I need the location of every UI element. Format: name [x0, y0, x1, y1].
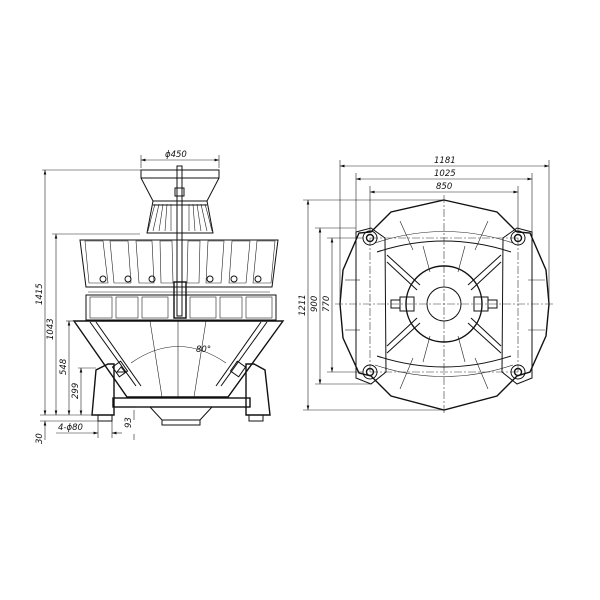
dim-cone-angle: 80°	[196, 345, 211, 355]
dim-top-hopper-diameter: ϕ450	[165, 150, 187, 160]
dim-weigh-bucket-height: 1043	[46, 318, 56, 340]
front-dimensions: ϕ450 1415 1043 548 299 30	[35, 150, 220, 444]
dim-feet: 4-ϕ80	[58, 423, 83, 433]
base-legs	[91, 363, 271, 422]
top-view: 1181 1025 850 1211 900 770	[298, 156, 555, 415]
front-view: ϕ450 1415 1043 548 299 30	[35, 150, 285, 444]
feed-hopper-ring	[79, 239, 279, 293]
center-shaft	[173, 165, 187, 319]
dim-overall-depth: 1211	[298, 294, 308, 316]
dim-overall-height: 1415	[35, 283, 45, 305]
dim-frame-width: 1025	[434, 169, 456, 179]
discharge-chute	[72, 320, 285, 398]
dim-foot-height: 30	[35, 433, 45, 444]
top-dimensions: 1181 1025 850 1211 900 770	[298, 156, 550, 411]
top-hopper	[140, 169, 220, 234]
dim-overall-width: 1181	[434, 156, 456, 166]
weigh-bucket-ring	[85, 294, 277, 321]
dim-foot-spacing-x: 850	[436, 182, 452, 192]
dim-foot-spacing-y: 770	[322, 296, 332, 312]
dim-frame-depth: 900	[310, 296, 320, 312]
base-outlet	[112, 397, 251, 426]
dim-frame-height: 299	[71, 383, 81, 399]
dim-outlet-offset: 93	[124, 417, 134, 428]
dim-discharge-cone-height: 548	[59, 358, 69, 375]
